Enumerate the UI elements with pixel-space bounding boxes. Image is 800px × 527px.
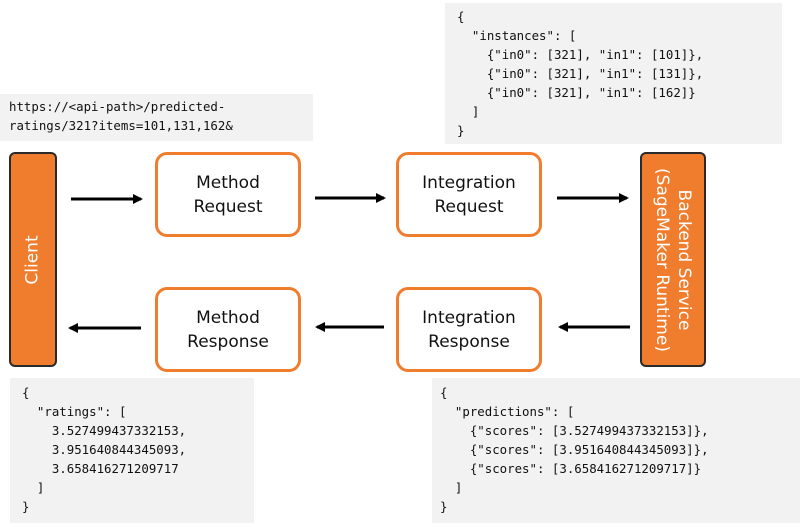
method-response-box: Method Response [155,287,301,372]
predictions-json-block: { "predictions": [ {"scores": [3.5274994… [432,378,800,523]
backend-service-bar: Backend Service (SageMaker Runtime) [640,152,706,367]
integration-request-label: Integration Request [422,172,516,217]
method-response-label: Method Response [187,307,269,352]
request-url-block: https://<api-path>/predicted- ratings/32… [0,94,313,141]
method-request-box: Method Request [155,152,301,237]
client-bar: Client [9,152,57,367]
integration-response-label: Integration Response [422,307,516,352]
method-request-label: Method Request [193,172,263,217]
ratings-json-block: { "ratings": [ 3.527499437332153, 3.9516… [10,378,254,523]
integration-request-box: Integration Request [396,152,542,237]
integration-response-box: Integration Response [396,287,542,372]
instances-json-block: { "instances": [ {"in0": [321], "in1": [… [445,3,782,144]
